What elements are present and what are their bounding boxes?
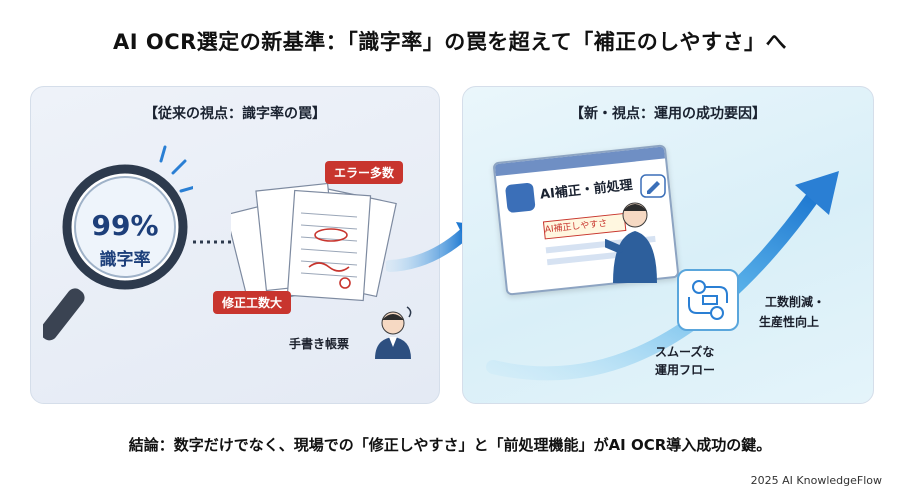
credit-text: 2025 AI KnowledgeFlow [750, 474, 882, 487]
smooth-flow-line2: 運用フロー [655, 363, 716, 377]
traditional-view-heading: 【従来の視点：識字率の罠】 [144, 106, 326, 122]
growth-swoosh-arrow-icon [486, 171, 839, 381]
handwritten-forms-caption: 手書き帳票 [289, 337, 350, 351]
new-view-panel: 【新・視点：運用の成功要因】 AI補正・前処理 AI補正しやすさ [462, 86, 874, 404]
edit-pen-icon [640, 174, 666, 198]
lens-content: 99% 識字率 [75, 205, 175, 275]
magnifying-glass-icon [43, 145, 193, 341]
recognition-rate-label: 識字率 [99, 250, 151, 270]
conclusion-text: 結論：数字だけでなく、現場での「修正しやすさ」と「前処理機能」がAI OCR導入… [128, 436, 772, 454]
result-line2: 生産性向上 [759, 315, 820, 329]
handwritten-forms-stack-icon [231, 182, 397, 308]
result-line1: 工数削減・ [765, 295, 826, 309]
correction-effort-tag: 修正工数大 [213, 291, 292, 314]
dotted-connector [193, 240, 241, 244]
traditional-view-panel: 【従来の視点：識字率の罠】 99% 識字率 [30, 86, 440, 404]
ai-chip-icon [504, 182, 536, 214]
new-view-heading: 【新・視点：運用の成功要因】 [570, 106, 766, 122]
operator-person-icon [605, 202, 657, 283]
smooth-flow-line1: スムーズな [655, 345, 715, 359]
error-count-tag: エラー多数 [325, 161, 404, 184]
worried-worker-icon [375, 306, 412, 359]
recognition-rate-value: 99% [91, 209, 159, 242]
workflow-icon [688, 280, 728, 320]
window-titlebar [494, 146, 665, 177]
page-title: AI OCR選定の新基準：「識字率」の罠を超えて「補正のしやすさ」へ [112, 30, 788, 54]
workflow-icon-box [677, 269, 739, 331]
